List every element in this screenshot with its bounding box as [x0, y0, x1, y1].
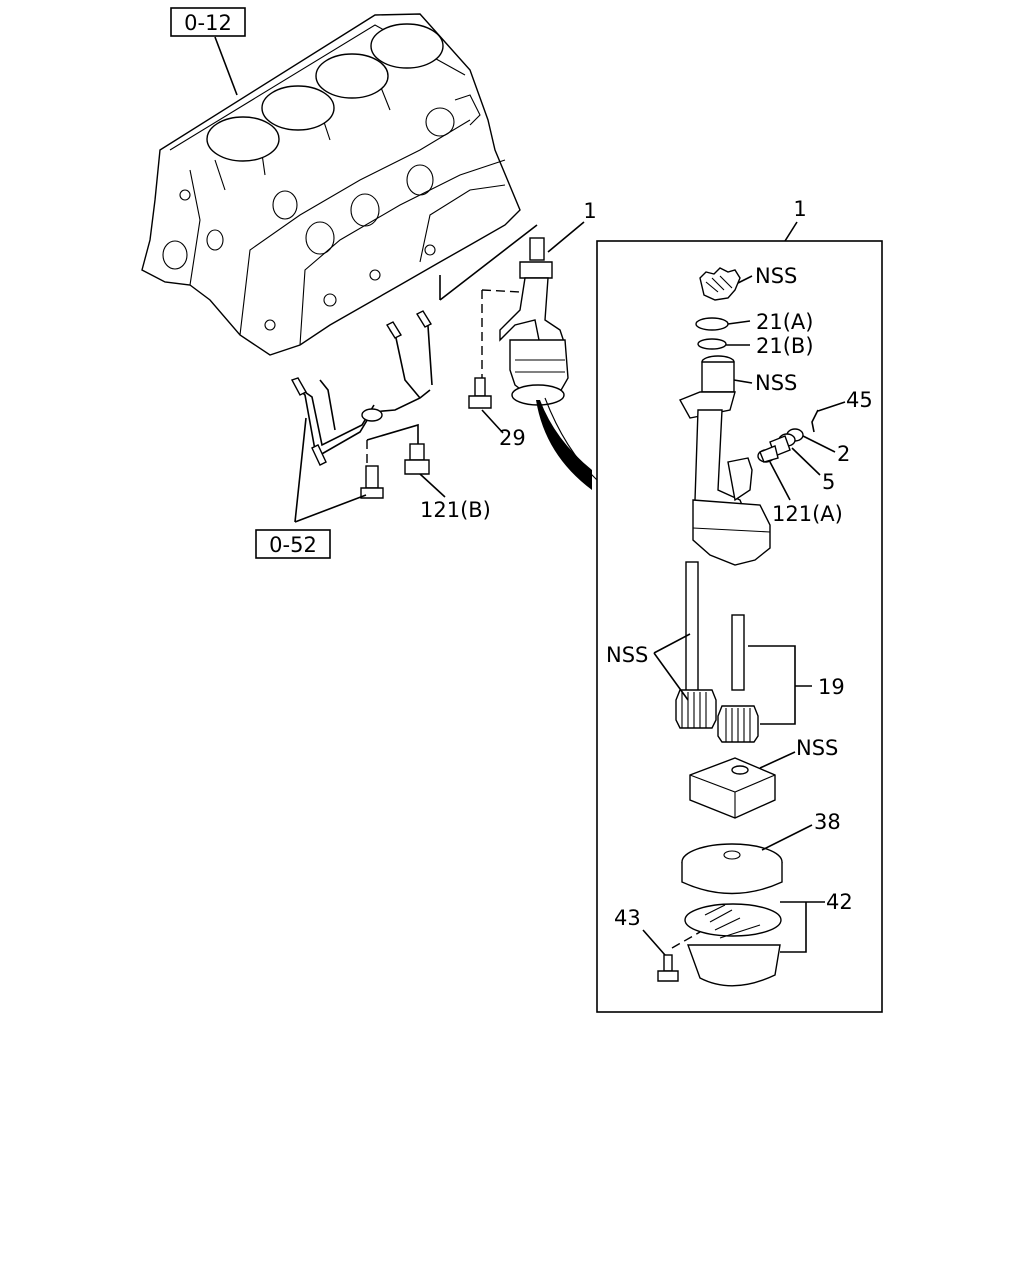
ref-block-label: 0-12: [184, 11, 232, 35]
oil-pipe-assembly: [290, 310, 433, 466]
detail-frame: [596, 240, 883, 1013]
oil-strainer: [681, 843, 783, 895]
label-pump-assy-right: 1: [793, 197, 806, 221]
oring-21b: [697, 338, 727, 350]
oring-21a: [695, 317, 729, 331]
label-nss-shaft: NSS: [606, 643, 648, 667]
label-screw-43: 43: [614, 906, 641, 930]
label-nss-cover: NSS: [796, 736, 838, 760]
label-spring-2: 2: [837, 442, 850, 466]
drive-gear: [699, 267, 741, 301]
label-nss-body: NSS: [755, 371, 797, 395]
ref-pipe-box: [255, 529, 331, 559]
driven-shaft-gear: [717, 614, 759, 743]
label-bolt-121b: 121(B): [420, 498, 491, 522]
pin-45: [811, 409, 819, 433]
ref-pipe-label: 0-52: [269, 533, 317, 557]
leader-lines: [214, 36, 846, 956]
label-oring-21b: 21(B): [756, 334, 814, 358]
label-pin-45: 45: [846, 388, 873, 412]
pump-cover: [689, 757, 776, 819]
screw-43: [657, 954, 679, 982]
label-strainer-38: 38: [814, 810, 841, 834]
label-bolt-29: 29: [499, 426, 526, 450]
label-pump-assy-left: 1: [583, 199, 596, 223]
label-bolt-121a: 121(A): [772, 502, 843, 526]
bolt-121b-left: [360, 465, 384, 499]
ref-block-box: [170, 7, 246, 37]
label-plunger-5: 5: [822, 470, 835, 494]
bolt-29: [468, 377, 492, 409]
pump-body: [679, 355, 771, 566]
cylinder-block: [141, 13, 521, 356]
label-shaft-set-19: 19: [818, 675, 845, 699]
drive-shaft-gear: [675, 561, 717, 729]
label-oring-21a: 21(A): [756, 310, 813, 334]
relief-bolt-121a: [757, 445, 779, 463]
label-screen-42: 42: [826, 890, 853, 914]
oil-pump-assembled: [499, 237, 569, 406]
detail-callout-band: [536, 400, 592, 490]
oil-screen: [684, 903, 782, 987]
label-nss-gear: NSS: [755, 264, 797, 288]
bolt-121b: [404, 443, 430, 475]
